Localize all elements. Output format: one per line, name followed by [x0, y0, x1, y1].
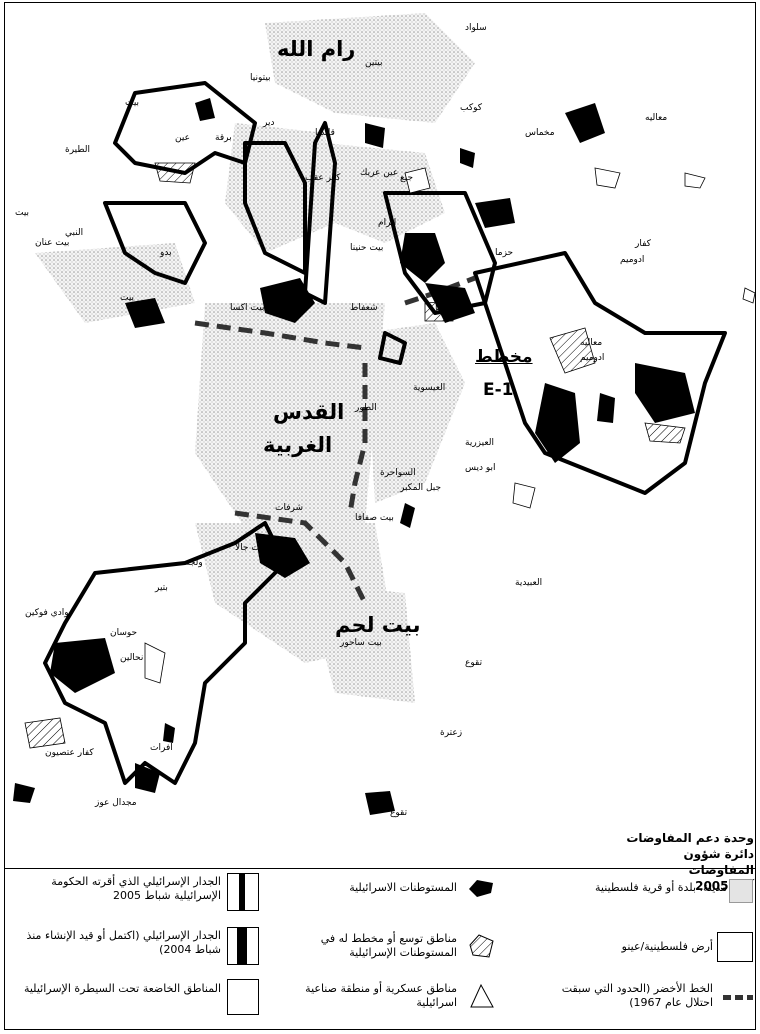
place-label: السواحرة [380, 468, 416, 478]
place-label: حزما [495, 248, 514, 258]
legend-wall-approved: الجدار الإسرائيلي الذي أقرته الحكومة الإ… [51, 875, 221, 902]
plan-label: مخطط [475, 347, 533, 367]
town-symbol [729, 879, 753, 903]
credit-line-1: وحدة دعم المفاوضات [626, 831, 754, 845]
map-frame [4, 2, 756, 1030]
place-label: قلنديا [315, 128, 335, 138]
plan-code: E-1 [483, 380, 514, 400]
place-label: بيت حنينا [350, 243, 384, 253]
place-label: شعفاط [350, 303, 378, 313]
place-label: بيت صفافا [355, 513, 394, 523]
place-label: تقوع [465, 658, 483, 668]
place-label: وادي فوكين [25, 608, 69, 618]
place-label: ابو ديس [465, 463, 496, 473]
map-area[interactable]: رام الله القدس الغربية بيت لحم مخطط E-1 … [5, 3, 755, 863]
legend-wall-built: الجدار الإسرائيلي (اكتمل أو قيد الإنشاء … [26, 929, 221, 956]
place-label: زعترة [440, 728, 463, 738]
place-label: افرات [150, 743, 173, 753]
place-label: سلواد [465, 23, 487, 33]
place-label: جبل المكبر [400, 483, 442, 493]
expansion-symbol [467, 933, 495, 959]
legend-green-line: الخط الأخضر (الحدود التي سبقت احتلال عام… [561, 982, 713, 1009]
controlled-symbol [227, 979, 259, 1015]
legend: مدينة، بلدة أو قرية فلسطينية أرض فلسطيني… [5, 868, 755, 1029]
place-label: بيت [125, 98, 140, 108]
legend-military: مناطق عسكرية أو منطقة صناعية اسرائيلية [305, 982, 457, 1009]
place-label: بيت [120, 293, 135, 303]
place-label: معاليه [580, 338, 603, 348]
place-label: تقوع [390, 808, 408, 818]
place-label: بيت عنان [35, 238, 70, 248]
legend-expansion: مناطق توسع أو مخطط له في المستوطنات الإس… [320, 932, 457, 959]
settlements [13, 98, 695, 815]
place-label: ادوميم [620, 255, 645, 265]
place-label: شرفات [275, 503, 304, 513]
credit-line-2: دائرة شؤون المفاوضات [683, 847, 754, 877]
place-label: بيت جالا [235, 543, 266, 553]
place-label: ولجة [185, 558, 203, 568]
place-label: دير [263, 118, 275, 128]
city-label-bethlehem: بيت لحم [335, 613, 421, 637]
place-label: كفار عتصيون [45, 748, 94, 758]
place-label: برقة [215, 133, 232, 143]
place-label: معاليه [645, 113, 668, 123]
place-label: كفر عقب [305, 173, 341, 183]
city-label-jerusalem: القدس [273, 400, 345, 424]
place-label: ادوميم [580, 353, 605, 363]
place-label: كفار [635, 239, 651, 249]
wall-built-symbol [227, 927, 259, 965]
place-label: عين عريك [360, 168, 399, 178]
place-label: جبع [400, 173, 414, 183]
map-svg [13, 13, 755, 815]
place-label: بيت ساحور [340, 638, 382, 648]
place-label: بيتين [365, 58, 383, 68]
legend-controlled: المناطق الخاضعة تحت السيطرة الإسرائيلية [23, 982, 221, 995]
military-areas [144, 167, 755, 684]
place-label: بتير [155, 583, 168, 593]
expansion-areas [24, 162, 686, 749]
place-label: بيتونيا [250, 73, 271, 83]
approved-wall [43, 81, 727, 785]
city-label-west: الغربية [263, 433, 333, 457]
settlement-symbol [467, 877, 495, 899]
legend-land: أرض فلسطينية/عينو [621, 940, 713, 953]
military-symbol [467, 981, 495, 1011]
land-symbol [717, 932, 753, 962]
credit-block: وحدة دعم المفاوضات دائرة شؤون المفاوضات … [624, 830, 754, 894]
legend-settlement: المستوطنات الاسرائيلية [349, 881, 457, 894]
wall-approved-symbol [227, 873, 259, 911]
military-icon [470, 983, 494, 1008]
place-label: بدو [160, 248, 172, 258]
place-label: العيسوية [413, 383, 446, 393]
city-label-ramallah: رام الله [277, 37, 356, 61]
place-label: بيت اكسا [230, 303, 265, 313]
place-label: بيت [15, 208, 30, 218]
legend-town: مدينة، بلدة أو قرية فلسطينية [595, 881, 727, 894]
green-line-symbol [723, 995, 753, 1000]
place-label: حوسان [110, 628, 138, 638]
place-label: مجدال عوز [95, 798, 137, 808]
place-label: النبي [65, 228, 84, 238]
place-label: نحالين [120, 653, 144, 663]
settlement-icon [469, 880, 493, 897]
expansion-icon [469, 934, 494, 958]
place-label: مخماس [525, 128, 555, 138]
place-label: الطيرة [65, 145, 91, 155]
town-areas [35, 13, 475, 703]
place-label: الرام [378, 218, 397, 228]
place-label: الطور [355, 403, 377, 413]
place-label: عين [175, 133, 190, 143]
place-label: العيزرية [465, 438, 494, 448]
place-label: كوكب [460, 103, 483, 113]
place-label: عناتا [435, 303, 452, 313]
place-label: العبيدية [515, 578, 543, 588]
